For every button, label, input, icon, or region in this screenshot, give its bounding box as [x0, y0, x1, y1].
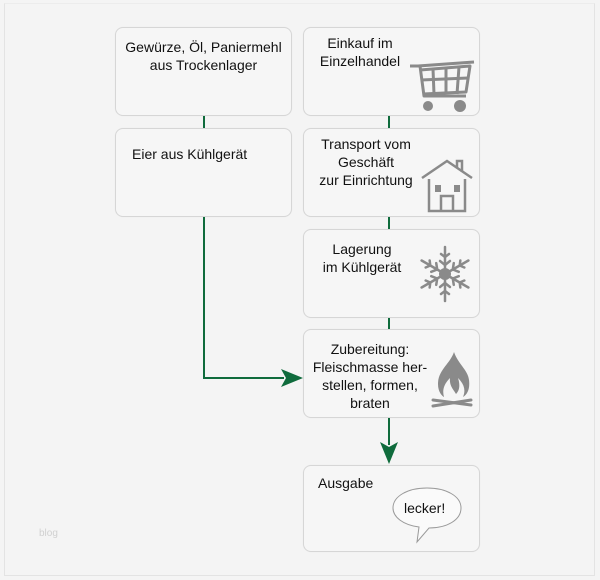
arrowhead-down	[380, 442, 398, 464]
edge-eggs-to-preparation	[203, 216, 284, 379]
speech-bubble-icon	[392, 487, 462, 544]
watermark: blog	[39, 528, 58, 539]
snowflake-icon	[417, 245, 473, 303]
node-serving-label: Ausgabe	[318, 475, 374, 491]
shopping-cart-icon	[410, 60, 475, 112]
arrowhead-right	[281, 369, 303, 387]
campfire-icon	[431, 352, 473, 408]
node-preparation[interactable]: Zubereitung: Fleischmasse her- stellen, …	[303, 329, 480, 418]
node-eggs-label: Eier aus Kühlgerät	[132, 146, 248, 162]
node-purchase[interactable]: Einkauf im Einzelhandel	[303, 27, 480, 116]
node-eggs[interactable]: Eier aus Kühlgerät	[115, 128, 292, 217]
node-storage[interactable]: Lagerung im Kühlgerät	[303, 229, 480, 318]
node-serving[interactable]: Ausgabe lecker!	[303, 465, 480, 552]
node-transport[interactable]: Transport vom Geschäft zur Einrichtung	[303, 128, 480, 217]
node-dry-goods-label: Gewürze, Öl, Paniermehl aus Trockenlager	[125, 39, 282, 73]
speech-bubble-text: lecker!	[404, 500, 446, 516]
page-frame	[4, 3, 595, 576]
node-dry-goods[interactable]: Gewürze, Öl, Paniermehl aus Trockenlager	[115, 27, 292, 116]
node-storage-label: Lagerung im Kühlgerät	[322, 241, 402, 275]
house-icon	[421, 159, 473, 213]
node-purchase-label: Einkauf im Einzelhandel	[319, 35, 401, 69]
node-preparation-label: Zubereitung: Fleischmasse her- stellen, …	[312, 341, 428, 411]
node-transport-label: Transport vom Geschäft zur Einrichtung	[319, 136, 413, 188]
